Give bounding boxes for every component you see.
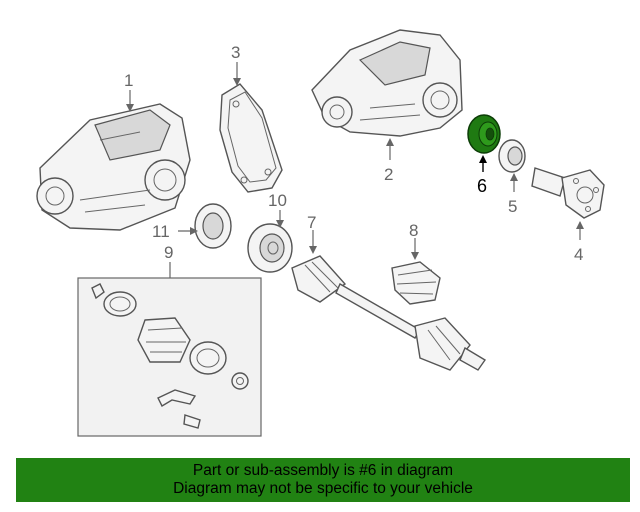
callout-10: 10	[268, 191, 287, 210]
part-9-kit	[77, 277, 262, 437]
part-8-boot	[391, 261, 441, 305]
callout-5: 5	[508, 197, 517, 216]
part-10-bearing	[247, 223, 293, 273]
callout-4: 4	[574, 245, 583, 264]
callout-3: 3	[231, 43, 240, 62]
part-5-bearing	[498, 139, 526, 173]
part-6-seal	[467, 114, 501, 154]
callout-11: 11	[152, 222, 170, 241]
banner-line-1: Part or sub-assembly is #6 in diagram	[192, 462, 454, 479]
callout-2: 2	[384, 165, 393, 184]
part-7-axle	[291, 255, 487, 371]
part-3-cover	[219, 83, 283, 193]
part-4-flange	[531, 167, 605, 219]
banner-line-2: Diagram may not be specific to your vehi…	[173, 480, 473, 497]
part-info-banner: Part or sub-assembly is #6 in diagram Di…	[16, 458, 630, 502]
callout-1: 1	[124, 71, 133, 90]
callout-7: 7	[307, 213, 316, 232]
callout-6: 6	[477, 176, 487, 196]
part-2-differential	[311, 29, 463, 137]
callout-8: 8	[409, 221, 418, 240]
part-1-differential	[36, 103, 191, 231]
part-11-seal	[194, 203, 232, 249]
callout-9: 9	[164, 243, 173, 262]
